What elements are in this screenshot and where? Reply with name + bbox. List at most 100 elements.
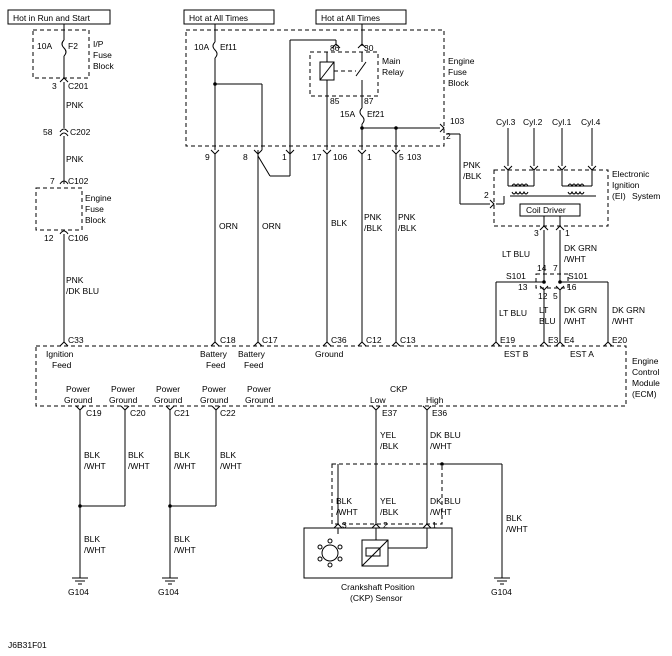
ecm-ckp: CKP	[390, 384, 408, 394]
pg3-a: Power	[156, 384, 180, 394]
ecm-label-1: Engine	[632, 356, 659, 366]
figure-id: J6B31F01	[8, 640, 47, 650]
pg4-b: Ground	[200, 395, 229, 405]
wire-lt-blu-2: LT BLU	[499, 308, 527, 318]
ei-pin-2: 2	[484, 190, 489, 200]
s-pin-5: 5	[553, 291, 558, 301]
pg4-a: Power	[202, 384, 226, 394]
ecm-pin-c21: C21	[174, 408, 190, 418]
ecm-battery-feed-2b: Feed	[244, 360, 264, 370]
wire-pnk-blk-ei-1: PNK	[463, 160, 481, 170]
ckp-dkblu-2a: DK BLU	[430, 496, 461, 506]
pg5-b: Ground	[245, 395, 274, 405]
efb-pin-1b: 1	[367, 152, 372, 162]
ei-pin-3: 3	[534, 228, 539, 238]
engine-fuse-small-1: Engine	[85, 193, 112, 203]
ecm-battery-feed-2a: Battery	[238, 349, 266, 359]
efb-pin-9: 9	[205, 152, 210, 162]
s-pin-14: 14	[537, 263, 547, 273]
ckp-pin-1: 1	[432, 520, 437, 530]
ip-fuse-label-2: Fuse	[93, 50, 112, 60]
ignition-feed-circuit	[32, 24, 90, 347]
pg1-a: Power	[66, 384, 90, 394]
wire-dkgrn-2a: DK GRN	[564, 305, 597, 315]
gw6-b: /WHT	[174, 545, 196, 555]
ecm-pin-c18: C18	[220, 335, 236, 345]
ei-pin-1: 1	[565, 228, 570, 238]
ecm-pin-c22: C22	[220, 408, 236, 418]
gw4-a: BLK	[220, 450, 236, 460]
header-hot1: Hot at All Times	[189, 13, 248, 23]
ecm-label-4: (ECM)	[632, 389, 657, 399]
ecm-ignition-feed-2: Feed	[52, 360, 72, 370]
ecm-pin-c20: C20	[130, 408, 146, 418]
ckp-circuit	[303, 405, 503, 579]
s-pin-12: 12	[538, 291, 548, 301]
ecm-battery-feed-1a: Battery	[200, 349, 228, 359]
c202-pin: 58	[43, 127, 53, 137]
efb-pin-5: 5	[399, 152, 404, 162]
s101-right: S101	[568, 271, 588, 281]
gw1-b: /WHT	[84, 461, 106, 471]
relay-pin-30: 30	[364, 43, 374, 53]
s101-left: S101	[506, 271, 526, 281]
engine-fuse-small-2: Fuse	[85, 204, 104, 214]
c102-pin: 7	[50, 176, 55, 186]
ecm-est-a: EST A	[570, 349, 594, 359]
engine-fuse-top-3: Block	[448, 78, 470, 88]
wire-dkgrn-3a: DK GRN	[612, 305, 645, 315]
efb-pin-106: 106	[333, 152, 347, 162]
ecm-pin-c13: C13	[400, 335, 416, 345]
ecm-pin-c33: C33	[68, 335, 84, 345]
ei-label-2: Ignition	[612, 180, 640, 190]
ecm-pin-c36: C36	[331, 335, 347, 345]
ei-system	[446, 128, 613, 347]
wire-lt-blu-1: LT BLU	[502, 249, 530, 259]
cyl-1: Cyl.1	[552, 117, 572, 127]
c103-pin2: 2	[446, 131, 451, 141]
c103-top: 103	[450, 116, 464, 126]
gw4-b: /WHT	[220, 461, 242, 471]
wire-pnk-blk-1b: /BLK	[364, 223, 383, 233]
wire-dkgrn-3b: /WHT	[612, 316, 634, 326]
fuse-ef21-rating: 15A	[340, 109, 355, 119]
wire-orn-1: ORN	[219, 221, 238, 231]
ecm-pin-e19: E19	[500, 335, 515, 345]
ei-label-3: (EI)	[612, 191, 626, 201]
wire-dkgrn-1b: /WHT	[564, 254, 586, 264]
gw3-a: BLK	[174, 450, 190, 460]
ground-g104-3: G104	[491, 587, 512, 597]
engine-fuse-small-3: Block	[85, 215, 107, 225]
s-pin-13: 13	[518, 282, 528, 292]
gw5-b: /WHT	[84, 545, 106, 555]
ecm-battery-feed-1b: Feed	[206, 360, 226, 370]
header-hot2-box	[315, 9, 407, 25]
ecm-ground: Ground	[315, 349, 344, 359]
wire-pnk-1: PNK	[66, 100, 84, 110]
main-relay-label-2: Relay	[382, 67, 404, 77]
ecm-pin-e4: E4	[564, 335, 575, 345]
gw2-a: BLK	[128, 450, 144, 460]
c102-label: C102	[68, 176, 89, 186]
wire-pnk-blk-1a: PNK	[364, 212, 382, 222]
ecm-low: Low	[370, 395, 386, 405]
ei-label-1: Electronic	[612, 169, 650, 179]
ip-fuse-label-1: I/P	[93, 39, 104, 49]
gw6-a: BLK	[174, 534, 190, 544]
cyl-3: Cyl.3	[496, 117, 516, 127]
ecm-pin-e37: E37	[382, 408, 397, 418]
wire-dkgrn-1a: DK GRN	[564, 243, 597, 253]
fuse-f2-name: F2	[68, 41, 78, 51]
ecm-pin-e3: E3	[548, 335, 559, 345]
efb-pin-8: 8	[243, 152, 248, 162]
engine-fuse-top-1: Engine	[448, 56, 475, 66]
main-relay-label-1: Main	[382, 56, 401, 66]
ecm-label-3: Module	[632, 378, 660, 388]
pg2-a: Power	[111, 384, 135, 394]
header-run-start-box	[7, 9, 111, 25]
ecm-ignition-feed-1: Ignition	[46, 349, 74, 359]
wire-lt-blu-3b: BLU	[539, 316, 556, 326]
engine-fuse-top-2: Fuse	[448, 67, 467, 77]
ckp-pin-2: 2	[383, 520, 388, 530]
